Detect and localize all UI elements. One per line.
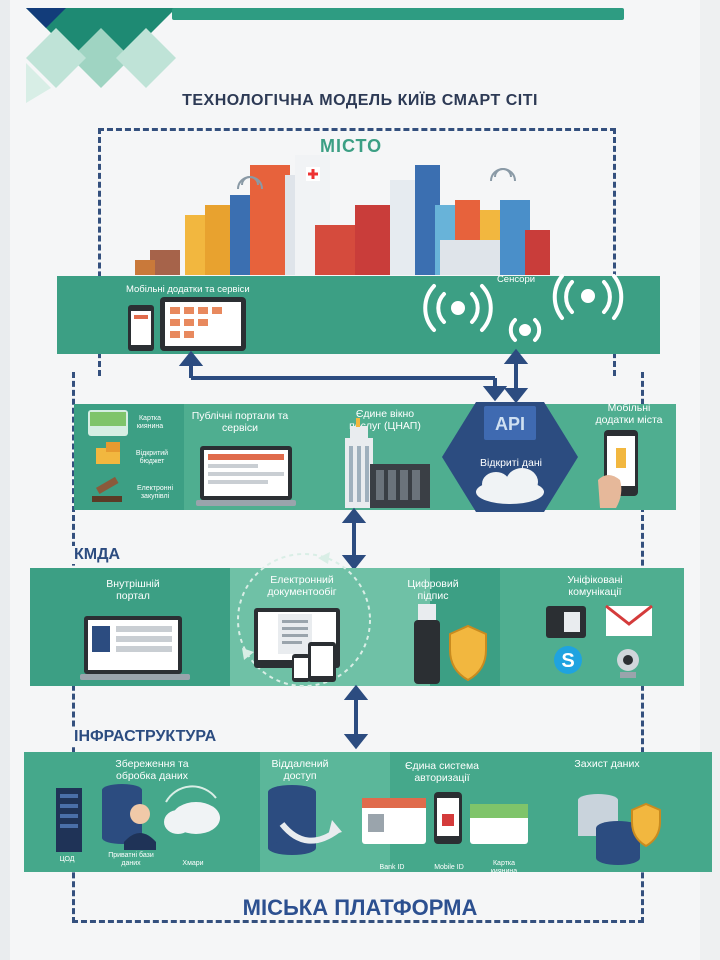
usb-key-shield-icon: [414, 604, 487, 684]
api-label: API: [494, 414, 525, 434]
sensor-signal-icon: [423, 274, 624, 342]
geometric-logo-icon: [26, 8, 176, 103]
citizen-card-infra-label: Картка киянина: [490, 860, 518, 875]
open-data-label: Відкриті дані: [480, 457, 542, 469]
e-docs-devices-icon: [237, 552, 371, 687]
svg-text:S: S: [561, 650, 574, 672]
citizen-card-label: Картка киянина: [136, 415, 164, 430]
communications-icons: S: [546, 604, 653, 678]
remote-access-label: Віддалений доступ: [271, 758, 329, 782]
api-hexagon-icon: [442, 402, 578, 512]
mobile-city-apps-label: Мобільні додатки міста: [595, 402, 663, 426]
data-protection-label: Захист даних: [574, 758, 640, 770]
city-platform-title: МІСЬКА ПЛАТФОРМА: [242, 895, 478, 920]
public-portals-label: Публічні портали та сервіси: [191, 410, 289, 434]
government-building-icon: [345, 418, 430, 508]
private-db-label: Приватні бази даних: [108, 852, 154, 867]
page-title: ТЕХНОЛОГІЧНА МОДЕЛЬ КИЇВ СМАРТ СІТІ: [182, 92, 538, 109]
remote-access-icon: [268, 785, 342, 855]
smartphone-hand-icon: [598, 430, 638, 508]
infrastructure-section-title: ІНФРАСТРУКТУРА: [70, 728, 221, 746]
internal-portal-laptop-icon: [80, 616, 190, 680]
storage-label: Збереження та обробка даних: [115, 758, 189, 782]
connector-arrows-icon: [178, 348, 529, 404]
header-bar: [172, 8, 624, 20]
e-docs-label: Електронний документообіг: [267, 574, 337, 598]
mobile-devices-icon: [128, 297, 246, 351]
kmda-infra-arrow-icon: [343, 684, 369, 750]
e-procurement-label: Електронні закупівлі: [136, 485, 174, 500]
clouds-label: Хмари: [182, 860, 204, 867]
city-frame: [98, 128, 616, 376]
single-auth-label: Єдина система авторизації: [404, 760, 480, 784]
storage-servers-icon: [56, 784, 220, 852]
services-kmda-arrow-icon: [341, 507, 367, 571]
digital-signature-label: Цифровий підпис: [407, 578, 459, 602]
auth-cards-icon: [362, 792, 528, 844]
internal-portal-label: Внутрішній портал: [106, 578, 160, 602]
bank-id-label: Bank ID: [379, 864, 405, 871]
tsod-label: ЦОД: [59, 856, 75, 863]
mobile-id-label: Mobile ID: [434, 864, 464, 871]
city-label: МІСТО: [320, 136, 383, 156]
laptop-icon: [196, 446, 296, 506]
unified-comms-label: Уніфіковані комунікації: [567, 574, 623, 598]
sensors-label: Сенсори: [496, 274, 536, 285]
mobile-apps-label: Мобільні додатки та сервіси: [126, 284, 250, 295]
citizen-card-icon: [88, 410, 128, 502]
data-protection-icon: [578, 794, 661, 865]
open-budget-label: Відкритий бюджет: [135, 450, 169, 465]
city-skyline-icon: [135, 155, 550, 275]
kmda-section-title: КМДА: [70, 546, 125, 564]
